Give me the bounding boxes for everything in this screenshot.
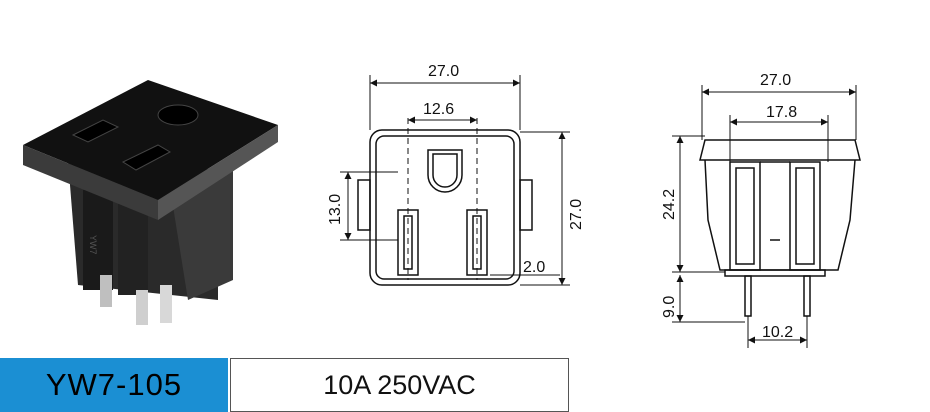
model-label: YW7-105 — [0, 358, 228, 412]
photo-marking: YW7 — [88, 235, 98, 255]
rating-label: 10A 250VAC — [230, 358, 569, 412]
terminal-right — [136, 290, 148, 325]
product-photo: YW7 — [23, 80, 278, 325]
technical-drawing: 27.0 12.6 27.0 13.0 2.0 27.0 17.8 24.2 — [327, 63, 861, 348]
dim-side-width: 27.0 — [760, 72, 791, 89]
dim-slot-height: 13.0 — [327, 194, 344, 225]
dim-body-width: 17.8 — [766, 104, 797, 121]
ground-hole — [157, 104, 199, 126]
terminal-left — [100, 275, 112, 307]
dim-terminal-length: 9.0 — [661, 296, 678, 318]
dim-flange: 2.0 — [523, 259, 545, 276]
front-view — [357, 118, 533, 286]
dim-front-width: 27.0 — [428, 63, 459, 80]
side-view — [699, 139, 861, 317]
product-banner: YW7-105 10A 250VAC — [0, 354, 930, 412]
socket-face — [23, 80, 278, 200]
dim-body-height: 24.2 — [661, 189, 678, 220]
dim-front-height: 27.0 — [568, 199, 585, 230]
dim-terminal-spacing: 10.2 — [762, 324, 793, 341]
dim-slot-spacing: 12.6 — [423, 101, 454, 118]
